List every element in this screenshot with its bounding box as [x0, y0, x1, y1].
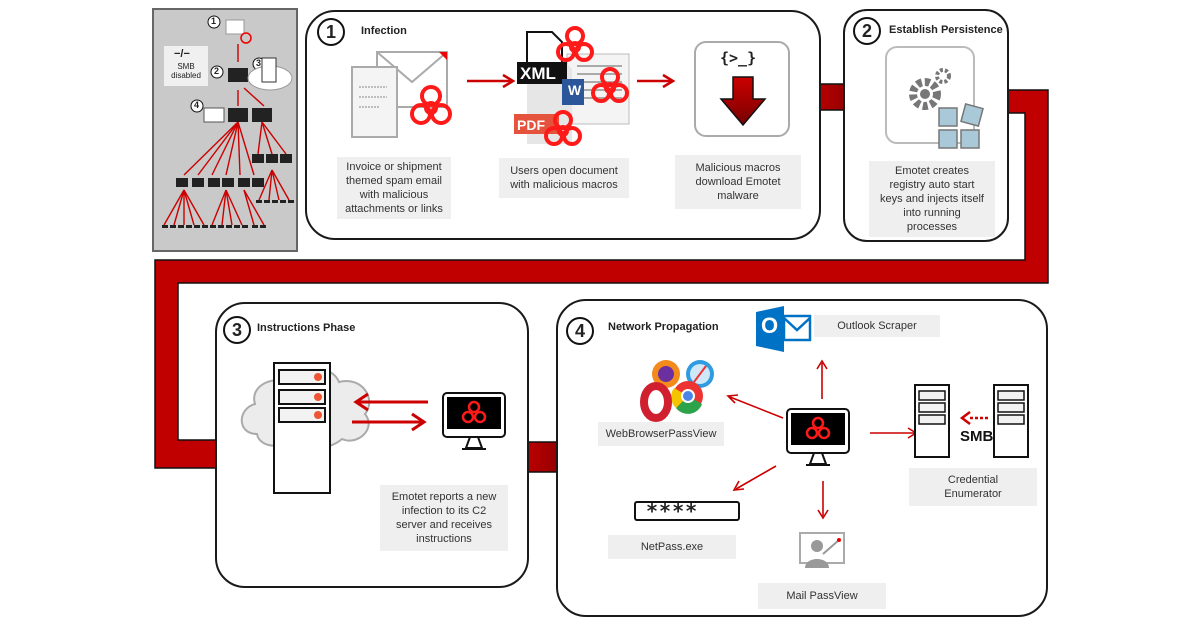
panel-title: Establish Persistence — [889, 24, 1003, 36]
caption-persistence: Emotet creates registry auto start keys … — [869, 161, 995, 237]
gears-icon — [909, 68, 951, 110]
panel-title: Network Propagation — [608, 321, 719, 333]
module-credential-enumerator: Credential Enumerator — [909, 468, 1037, 506]
panel-network-propagation: 4 Network Propagation O Outlook Scraper — [556, 299, 1048, 617]
module-outlook-scraper: Outlook Scraper — [814, 315, 940, 337]
windows-blocks-icon — [938, 103, 984, 149]
panel-instructions: 3 Instructions Phase Emotet reports a ne… — [215, 302, 529, 588]
step-number: 1 — [317, 18, 345, 46]
module-webbrowserpassview: WebBrowserPassView — [598, 422, 724, 446]
step-number: 2 — [853, 17, 881, 45]
overview-step-3: 3 — [256, 58, 262, 68]
biohazard-icon — [556, 26, 594, 62]
biohazard-icon — [410, 85, 452, 125]
step-number: 3 — [223, 316, 251, 344]
password-field-icon: **** — [634, 499, 740, 523]
c2-server-icon — [273, 362, 331, 494]
infected-computer-icon — [442, 392, 506, 450]
infected-computer-icon — [786, 408, 850, 466]
panel-title: Infection — [361, 25, 407, 37]
persistence-icon — [885, 46, 984, 149]
word-label: W — [568, 82, 582, 98]
caption-download-emotet: Malicious macros download Emotet malware — [675, 155, 801, 209]
overview-step-1: 1 — [211, 16, 217, 26]
mail-passview-icon — [799, 532, 845, 568]
overview-step-2: 2 — [214, 66, 220, 76]
email-document-icon — [351, 51, 448, 138]
malicious-documents-icon — [514, 31, 630, 144]
panel-infection: 1 Infection XML W PDF — [305, 10, 821, 240]
caption-open-document: Users open document with malicious macro… — [499, 158, 629, 198]
smb-servers-icon — [914, 384, 1029, 458]
module-mail-passview: Mail PassView — [758, 583, 886, 609]
smb-label: SMB — [960, 428, 994, 445]
caption-c2-report: Emotet reports a new infection to its C2… — [380, 485, 508, 551]
panel-persistence: 2 Establish Persistence Emotet creates r… — [843, 9, 1009, 242]
arrow-docs-to-download — [637, 73, 676, 89]
caption-spam-email: Invoice or shipment themed spam email wi… — [337, 157, 451, 219]
overview-smb-symbol: −/− — [174, 48, 190, 60]
overview-thumbnail: 1 2 3 4 −/− SMB disabled — [152, 8, 298, 252]
overview-computers — [162, 68, 294, 228]
overview-c2-cloud — [247, 57, 293, 91]
terminal-glyph: {>_} — [720, 49, 757, 67]
web-browsers-icon — [640, 360, 714, 422]
c2-communication-arrows — [352, 392, 428, 432]
outlook-letter: O — [761, 313, 779, 338]
overview-email-icon — [225, 19, 252, 44]
biohazard-icon — [544, 110, 582, 146]
biohazard-icon — [591, 67, 629, 103]
step-number: 4 — [566, 317, 594, 345]
pdf-label: PDF — [517, 117, 545, 133]
download-macro-icon: {>_} — [694, 41, 790, 137]
download-arrow-icon — [719, 76, 767, 127]
outlook-icon — [756, 306, 812, 352]
arrow-email-to-docs — [467, 73, 516, 89]
module-netpass: NetPass.exe — [608, 535, 736, 559]
overview-smb-box — [164, 46, 208, 86]
xml-label: XML — [520, 64, 556, 83]
password-mask: **** — [646, 499, 699, 523]
overview-smb-note: SMB disabled — [171, 62, 201, 80]
panel-title: Instructions Phase — [257, 322, 356, 334]
overview-step-4: 4 — [194, 100, 200, 110]
